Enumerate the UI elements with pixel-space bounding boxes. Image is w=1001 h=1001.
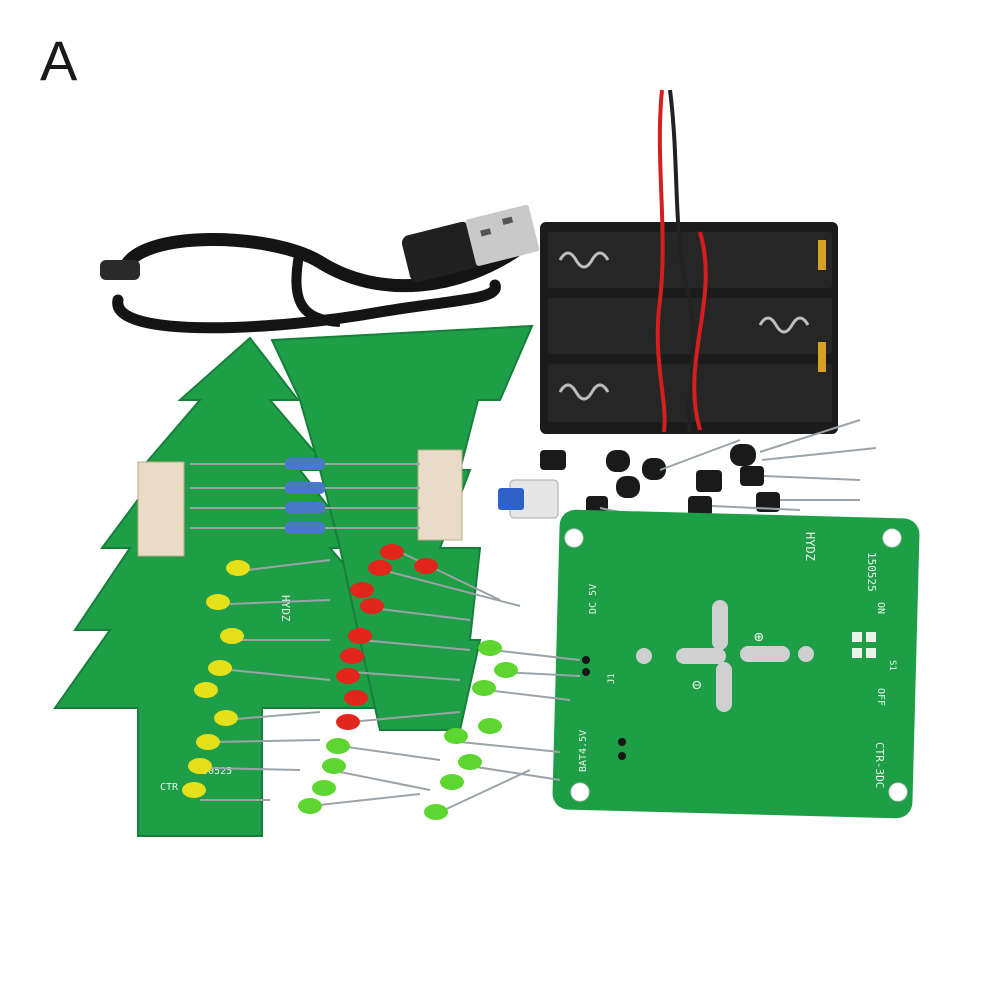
board-model: CTR-3DC xyxy=(873,742,886,788)
resistors xyxy=(190,458,420,534)
tree-left-label: CTR xyxy=(160,782,179,793)
svg-text:⊖: ⊖ xyxy=(692,675,702,694)
tree-right-label: HYDZ xyxy=(279,595,292,622)
switch-on-label: ON xyxy=(875,602,886,614)
bat-label: BAT4.5V xyxy=(578,730,589,772)
tree-left-code: 150525 xyxy=(196,766,232,777)
switch-off-label: OFF xyxy=(875,688,886,706)
push-button xyxy=(498,479,559,519)
panel-letter: A xyxy=(40,29,78,92)
board-code: 150525 xyxy=(865,552,878,592)
dc-label: DC 5V xyxy=(588,584,599,614)
led-red-group xyxy=(336,544,521,730)
board-brand: HYDZ xyxy=(803,532,817,561)
usb-cable xyxy=(100,204,540,334)
svg-text:⊕: ⊕ xyxy=(754,627,764,646)
control-pcb: ⊕ ⊖ HYDZ 150525 CTR-3DC ON OFF S1 DC 5V … xyxy=(552,509,920,819)
led-yellow-group xyxy=(182,559,331,801)
led-green-group xyxy=(298,640,581,820)
battery-holder xyxy=(540,89,838,434)
jack-ref: J1 xyxy=(607,673,617,684)
switch-ref: S1 xyxy=(887,660,897,671)
transistors xyxy=(540,419,877,525)
